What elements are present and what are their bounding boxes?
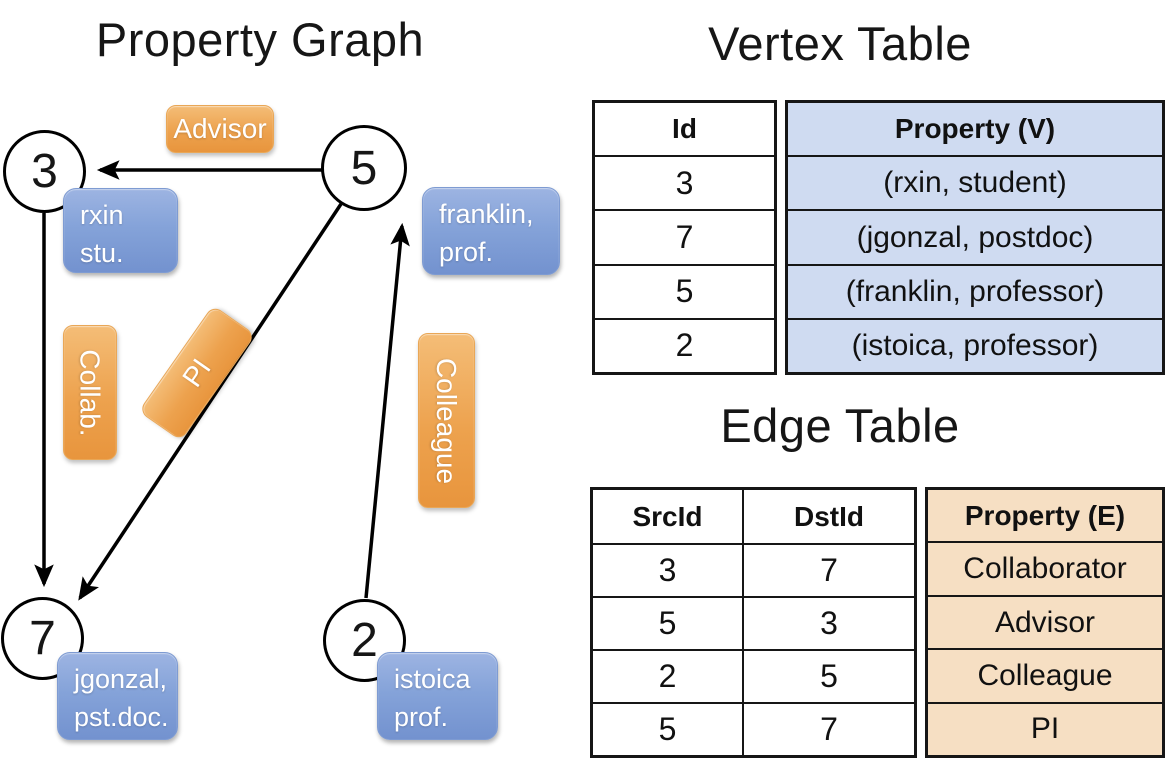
edge-property-cell: Colleague [928, 648, 1162, 702]
edge-label-advisor: Advisor [166, 105, 274, 153]
vertex-table-id-column: Id 3 7 5 2 [592, 100, 777, 375]
vertex-property-box-jgonzal: jgonzal, pst.doc. [57, 652, 178, 740]
edge-src-cell: 3 [593, 543, 742, 596]
edge-label-text: Collab. [75, 348, 107, 437]
vertex-property-box-istoica: istoica prof. [377, 652, 498, 740]
column-header-srcid: SrcId [632, 500, 703, 532]
vertex-id-cell: 3 [595, 155, 774, 209]
edge-dst-cell: 7 [742, 702, 914, 755]
graph-node-7: 7 [1, 597, 84, 680]
edge-dst-cell: 7 [742, 543, 914, 596]
edge-table-title: Edge Table [720, 399, 960, 452]
edge-property-cell: Advisor [928, 594, 1162, 649]
vertex-property-line: istoica [394, 664, 471, 694]
vertex-property-line: pst.doc. [74, 702, 169, 732]
node-id-label: 5 [350, 141, 378, 195]
column-header-id: Id [672, 113, 697, 145]
vertex-table-property-column: Property (V) (rxin, student) (jgonzal, p… [785, 100, 1165, 375]
vertex-id-cell: 7 [595, 209, 774, 263]
graph-title: Property Graph [95, 13, 425, 66]
node-id-label: 3 [31, 145, 58, 198]
edge-src-cell: 5 [593, 596, 742, 649]
edge-table-id-columns: SrcId DstId 3 7 5 3 2 5 5 7 [590, 487, 917, 758]
vertex-property-line: rxin [80, 200, 124, 230]
column-header-property-e: Property (E) [928, 490, 1162, 542]
vertex-property-box-rxin: rxin stu. [63, 188, 178, 273]
node-id-label: 7 [29, 612, 56, 665]
edge-label-text: Colleague [431, 357, 463, 484]
vertex-table: Id 3 7 5 2 Property (V) (rxin, student) … [592, 100, 1165, 375]
vertex-property-cell: (istoica, professor) [788, 317, 1162, 373]
edge-label-colleague: Colleague [418, 333, 475, 508]
graph-node-5: 5 [321, 125, 407, 211]
column-header-property-v: Property (V) [788, 103, 1162, 156]
vertex-property-line: prof. [439, 237, 494, 267]
vertex-property-cell: (jgonzal, postdoc) [788, 209, 1162, 264]
edge-label-text: PI [176, 352, 217, 393]
node-id-label: 2 [351, 614, 378, 667]
edge-label-collab: Collab. [63, 325, 117, 460]
edge-dst-cell: 5 [742, 649, 914, 702]
vertex-property-line: prof. [394, 702, 449, 732]
vertex-property-box-franklin: franklin, prof. [422, 187, 560, 275]
edge-5-7-pi [78, 203, 343, 601]
vertex-property-line: jgonzal, [74, 664, 168, 694]
vertex-property-cell: (franklin, professor) [788, 263, 1162, 318]
edge-2-5-colleague [364, 222, 410, 599]
graph-edges-layer [34, 160, 410, 601]
vertex-property-line: franklin, [439, 199, 534, 229]
vertex-property-cell: (rxin, student) [788, 155, 1162, 210]
edge-label-text: Advisor [173, 113, 267, 144]
column-header-dstid: DstId [742, 490, 914, 543]
edge-src-cell: 2 [593, 649, 742, 702]
vertex-property-line: stu. [80, 238, 124, 268]
edge-dst-cell: 3 [742, 596, 914, 649]
edge-table-property-column: Property (E) Collaborator Advisor Collea… [925, 487, 1165, 758]
edge-table: SrcId DstId 3 7 5 3 2 5 5 7 Property (E)… [590, 487, 1165, 758]
edge-src-cell: 5 [593, 702, 742, 755]
edge-property-cell: Collaborator [928, 541, 1162, 595]
vertex-table-title: Vertex Table [708, 17, 972, 70]
vertex-id-cell: 5 [595, 263, 774, 318]
edge-property-cell: PI [928, 701, 1162, 756]
vertex-id-cell: 2 [595, 317, 774, 372]
